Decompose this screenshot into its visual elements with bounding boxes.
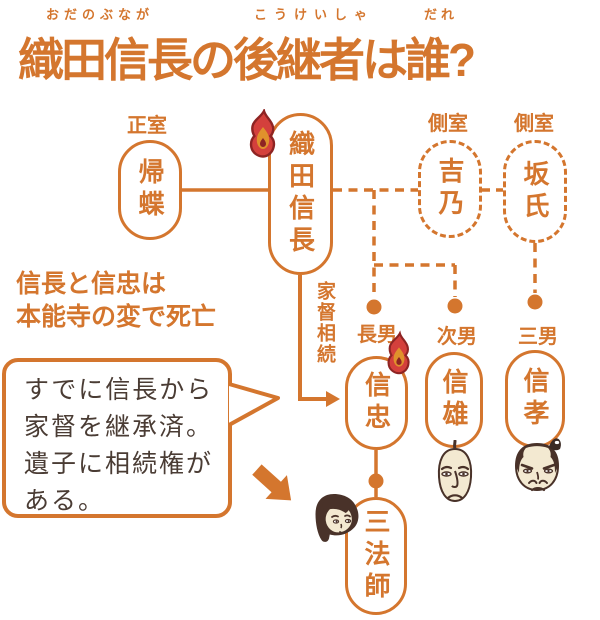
sanposhi-face xyxy=(315,494,359,542)
succession-arrowhead xyxy=(326,391,340,407)
kicho-name: 帰蝶 xyxy=(135,158,165,222)
kicho-node: 帰蝶 xyxy=(118,140,182,240)
succession-arrow-line xyxy=(298,275,326,401)
second-son-label: 次男 xyxy=(437,326,477,348)
speech-bubble-tail xyxy=(228,382,280,427)
nobukatsu-face xyxy=(437,440,473,503)
connector-dot xyxy=(527,294,543,310)
nobunaga-name: 織田信長 xyxy=(285,130,316,258)
eldest-son-label: 長男 xyxy=(357,324,397,346)
page-title: 織田信長の後継者は誰? xyxy=(18,34,476,86)
nobutaka-node: 信孝 xyxy=(505,350,565,448)
kitsuno-node: 吉乃 xyxy=(418,140,482,238)
fire-icon-nobutada xyxy=(387,330,410,375)
furigana-oda-nobunaga: おだのぶなが xyxy=(46,7,155,22)
concubine-label-1: 側室 xyxy=(428,113,468,135)
third-son-label: 三男 xyxy=(518,326,558,348)
sanposhi-name: 三法師 xyxy=(361,508,391,604)
fire-icon-nobunaga xyxy=(249,109,276,158)
nobunaga-node: 織田信長 xyxy=(268,113,333,275)
nobutaka-name: 信孝 xyxy=(520,367,550,431)
kitsuno-name: 吉乃 xyxy=(435,157,465,221)
sakashi-name: 坂氏 xyxy=(520,159,550,224)
nobutada-name: 信忠 xyxy=(361,371,392,435)
death-note-line1: 信長と信忠は xyxy=(16,270,167,298)
bubble-line4: ある。 xyxy=(24,487,106,515)
connector-dot xyxy=(447,298,463,314)
nobukatsu-node: 信雄 xyxy=(425,352,483,448)
connector-dot xyxy=(368,473,384,489)
nobukatsu-name: 信雄 xyxy=(439,368,469,432)
death-note-line2: 本能寺の変で死亡 xyxy=(16,303,217,331)
thick-arrow-down-right-icon xyxy=(252,464,292,501)
connector-dot xyxy=(366,299,382,315)
succession-label: 家督相続 xyxy=(314,281,335,365)
bubble-line3: 遺子に相続権が xyxy=(24,450,214,478)
furigana-kokeisha: こうけいしゃ xyxy=(254,7,375,22)
nobutaka-face xyxy=(514,438,561,492)
sakashi-node: 坂氏 xyxy=(503,140,567,243)
speech-bubble: すでに信長から 家督を継承済。 遺子に相続権が ある。 xyxy=(2,358,232,518)
death-note: 信長と信忠は 本能寺の変で死亡 xyxy=(16,268,216,334)
furigana-dare: だれ xyxy=(424,7,459,22)
concubine-label-2: 側室 xyxy=(514,113,554,135)
legal-wife-label: 正室 xyxy=(127,115,167,137)
bubble-line1: すでに信長から xyxy=(24,376,214,404)
speech-bubble-text: すでに信長から 家督を継承済。 遺子に相続権が ある。 xyxy=(24,372,213,520)
bubble-line2: 家督を継承済。 xyxy=(24,413,214,441)
